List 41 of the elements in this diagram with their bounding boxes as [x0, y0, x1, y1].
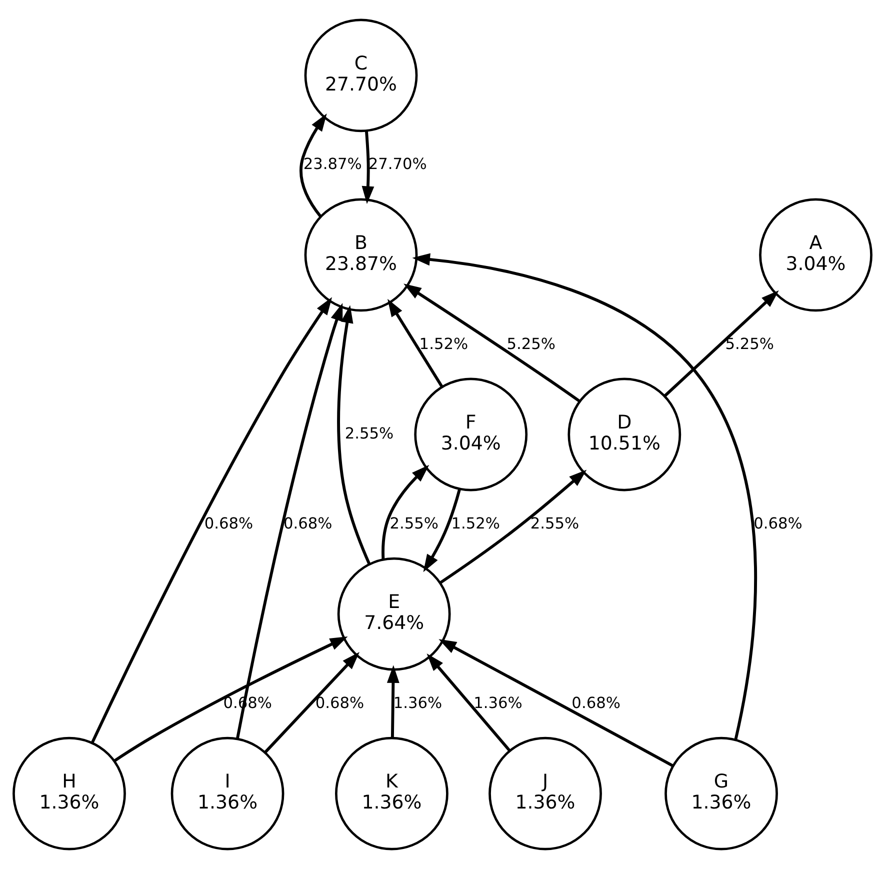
arrow — [361, 130, 374, 204]
arrow — [336, 305, 370, 565]
node-circle: H 1.36% — [12, 736, 126, 850]
edge-label: 0.68% — [314, 694, 364, 712]
arrow — [439, 470, 586, 584]
edge-label: 0.68% — [282, 514, 332, 532]
edge-label: 1.52% — [418, 334, 468, 353]
edge-label: 0.68% — [204, 514, 253, 532]
edge-label: 2.55% — [344, 424, 394, 443]
arrow — [422, 488, 461, 572]
arrow — [438, 639, 674, 768]
arrow — [386, 665, 399, 738]
arrow — [663, 290, 778, 397]
arrow — [387, 298, 443, 388]
arrow — [412, 253, 756, 740]
edge-label: 2.55% — [530, 514, 579, 532]
node-circle: K 1.36% — [334, 736, 448, 850]
edge-label: 23.87% — [302, 155, 362, 174]
node-circle: G 1.36% — [664, 736, 778, 850]
arrow — [90, 297, 332, 744]
edge-label: 1.52% — [450, 514, 500, 532]
edge-label: 5.25% — [506, 334, 555, 353]
edge-label: 2.55% — [389, 514, 438, 532]
node-circle: B 23.87% — [304, 198, 418, 312]
edge-label: 5.25% — [724, 334, 774, 353]
edge-label: 0.68% — [753, 514, 802, 532]
edge-label: 0.68% — [571, 694, 620, 712]
node-circle: J 1.36% — [488, 736, 602, 850]
arrow — [381, 464, 429, 560]
edge-label: 1.36% — [392, 694, 442, 712]
node-circle: A 3.04% — [758, 198, 872, 312]
node-circle: F 3.04% — [414, 378, 528, 492]
arrow — [299, 114, 326, 218]
edge-label: 27.70% — [368, 155, 426, 174]
node-circle: I 1.36% — [170, 736, 284, 850]
arrow — [426, 654, 510, 752]
arrow — [264, 652, 359, 754]
edge-label: 1.36% — [473, 694, 522, 712]
arrow — [113, 636, 348, 762]
arrow — [403, 284, 580, 402]
arrow — [235, 303, 342, 740]
